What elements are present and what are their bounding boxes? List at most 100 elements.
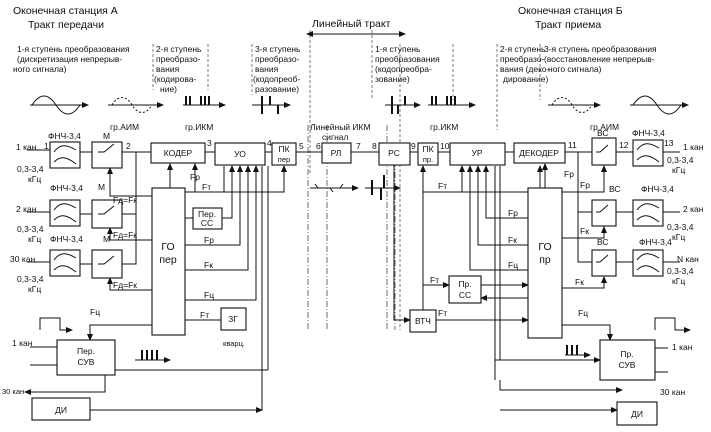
pk-per-sublabel: пер [278,155,290,164]
svg-text:0,3-3,4: 0,3-3,4 [667,155,694,165]
per-ss-block [192,207,223,230]
svg-text:30 кан: 30 кан [10,254,35,264]
svg-text:кГц: кГц [672,232,685,242]
svg-text:вания: вания [255,64,279,74]
svg-text:М: М [103,131,110,141]
svg-text:30 кан: 30 кан [660,387,685,397]
per-suv-label: Пер. [77,346,95,356]
svg-text:ВС: ВС [597,128,609,138]
svg-text:12: 12 [619,140,629,150]
pk-per-block [271,142,297,166]
svg-text:ного сигнала): ного сигнала) [548,64,602,74]
go-per-sublabel: пер [159,254,177,266]
svg-text:0,3-3,4: 0,3-3,4 [667,222,694,232]
svg-text:Fк: Fк [508,235,517,245]
svg-text:Fц: Fц [578,308,588,318]
channel-labels: 1 кан 0,3-3,4 кГц 2 кан 0,3-3,4 кГц 30 к… [2,142,704,397]
svg-text:преобразования: преобразования [375,54,440,64]
svg-text:11: 11 [568,140,577,150]
svg-text:Fк: Fк [575,277,584,287]
zg-block [220,307,247,331]
pr-suv-label: Пр. [620,349,633,359]
svg-text:ного сигнала): ного сигнала) [13,64,67,74]
svg-text:0,3-3,4: 0,3-3,4 [17,164,44,174]
uo-label: УО [234,149,246,159]
svg-text:Fд=Fк: Fд=Fк [113,230,137,240]
per-suv-block [56,339,116,376]
svg-text:(кодирова-: (кодирова- [154,74,196,84]
go-per-label: ГО [161,241,174,253]
point-numbers: 1 2 3 4 5 6 7 8 9 10 11 12 13 [44,138,674,151]
modulator-tx-30 [91,249,123,279]
svg-text:Fц: Fц [204,290,214,300]
lpf-rx-n [632,249,664,277]
stage-tx-2: 2-я ступень преобразо- вания (кодирова- … [154,44,202,94]
svg-text:ФНЧ-3,4: ФНЧ-3,4 [641,184,674,194]
pk-pr-sublabel: пр. [423,155,433,164]
svg-text:Fр: Fр [508,208,518,218]
svg-text:ФНЧ-3,4: ФНЧ-3,4 [50,234,83,244]
svg-text:Fд=Fк: Fд=Fк [113,280,137,290]
svg-text:0,3-3,4: 0,3-3,4 [17,274,44,284]
label-line-signal: сигнал [322,132,349,142]
station-b-title: Оконечная станция Б [518,5,623,17]
per-suv-sublabel: СУВ [78,357,95,367]
pr-ss-sublabel: СС [459,290,471,300]
svg-text:4: 4 [267,138,272,148]
svg-text:ФНЧ-3,4: ФНЧ-3,4 [632,128,665,138]
label-line-ikm: Линейный ИКМ [310,122,371,132]
svg-text:кГц: кГц [672,276,685,286]
svg-text:1-я ступень: 1-я ступень [375,44,421,54]
pk-pr-block [417,142,439,166]
per-ss-sublabel: СС [201,218,213,228]
modulator-tx-1 [91,141,123,169]
line-path-title: Линейный тракт [312,18,391,30]
svg-text:6: 6 [316,141,321,151]
lpf-tx-2 [49,199,81,227]
svg-text:1: 1 [44,141,49,151]
coder-block [150,142,206,164]
pk-per-label: ПК [278,144,289,154]
modulator-tx-2 [91,199,123,229]
svg-text:Fц: Fц [508,260,518,270]
rs-label: РС [388,148,400,158]
pk-pr-label: ПК [422,144,433,154]
zg-note: кварц. [223,339,245,348]
svg-text:13: 13 [664,138,674,148]
svg-text:Fт: Fт [438,308,447,318]
uo-block [214,142,266,166]
go-per-block [151,187,186,336]
svg-text:(кодопреоб-: (кодопреоб- [253,74,301,84]
svg-text:2 кан: 2 кан [683,204,704,214]
svg-text:Fт: Fт [430,275,439,285]
svg-text:1-я ступень преобразования: 1-я ступень преобразования [17,44,130,54]
svg-text:5: 5 [299,141,304,151]
station-a-title: Оконечная станция А [13,5,118,17]
svg-text:Fд=Fк: Fд=Fк [113,195,137,205]
tx-path-title: Тракт передачи [28,19,104,31]
di-rx-block [616,401,658,426]
svg-text:Fк: Fк [580,226,589,236]
svg-text:дирование): дирование) [503,74,548,84]
go-pr-sublabel: пр [539,254,551,266]
svg-text:преобразо-: преобразо- [500,54,545,64]
svg-text:ВС: ВС [597,237,609,247]
pr-suv-sublabel: СУВ [619,360,636,370]
svg-text:кГц: кГц [28,284,41,294]
svg-text:Fр: Fр [204,235,214,245]
signal-labels: Fд=Fк Fд=Fк Fд=Fк Fр Fт Fр Fк Fц Fт Fц F… [90,169,590,320]
lpf-tx-1 [49,141,81,169]
ur-label: УР [471,148,482,158]
block-captions: ФНЧ-3,4 ФНЧ-3,4 ФНЧ-3,4 М М М ВС ВС ВС Ф… [48,128,674,247]
go-pr-block [527,187,563,339]
stage-rx-2: 2-я ступень преобразо- вания (деко- диро… [500,44,550,84]
pr-suv-block [599,339,656,381]
di-tx-block [31,397,91,421]
rl-block [321,142,352,164]
svg-text:3: 3 [207,138,212,148]
svg-text:Fт: Fт [438,181,447,191]
svg-text:1 кан: 1 кан [16,142,37,152]
label-grp-aim-b: гр.АИМ [590,122,619,132]
svg-text:2: 2 [126,141,131,151]
